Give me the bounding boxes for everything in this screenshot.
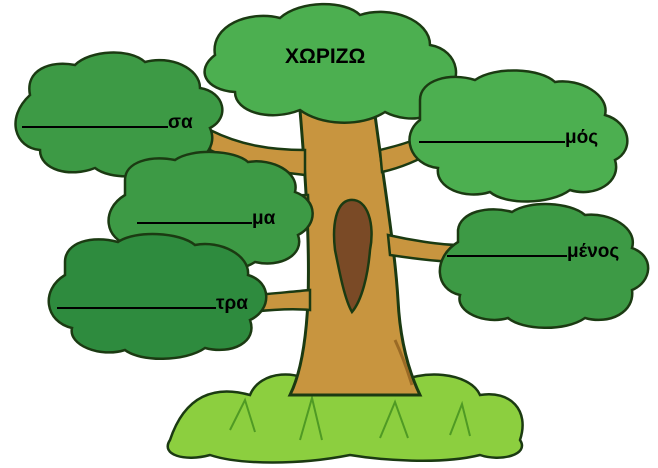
word-blank-ma: μα <box>137 208 275 230</box>
tree-title: ΧΩΡΙΖΩ <box>285 45 366 68</box>
foliage-mos <box>408 69 629 203</box>
suffix-sa: σα <box>168 112 193 133</box>
foliage-menos <box>438 202 650 329</box>
suffix-mos: μός <box>565 127 599 148</box>
blank-line[interactable] <box>22 125 168 128</box>
grass <box>166 366 524 464</box>
blank-line[interactable] <box>137 221 252 224</box>
word-blank-menos: μένος <box>447 241 619 263</box>
blank-line[interactable] <box>447 254 567 257</box>
suffix-ma: μα <box>252 208 276 229</box>
word-blank-tra: τρα <box>57 293 248 315</box>
blank-line[interactable] <box>419 140 565 143</box>
trunk-hollow <box>332 198 373 315</box>
word-blank-sa: σα <box>22 112 193 134</box>
foliage-tra <box>47 232 268 360</box>
word-blank-mos: μός <box>419 127 598 149</box>
suffix-menos: μένος <box>567 241 620 262</box>
suffix-tra: τρα <box>216 293 248 314</box>
foliage <box>14 2 650 360</box>
blank-line[interactable] <box>57 306 216 309</box>
foliage-sa <box>14 51 224 178</box>
